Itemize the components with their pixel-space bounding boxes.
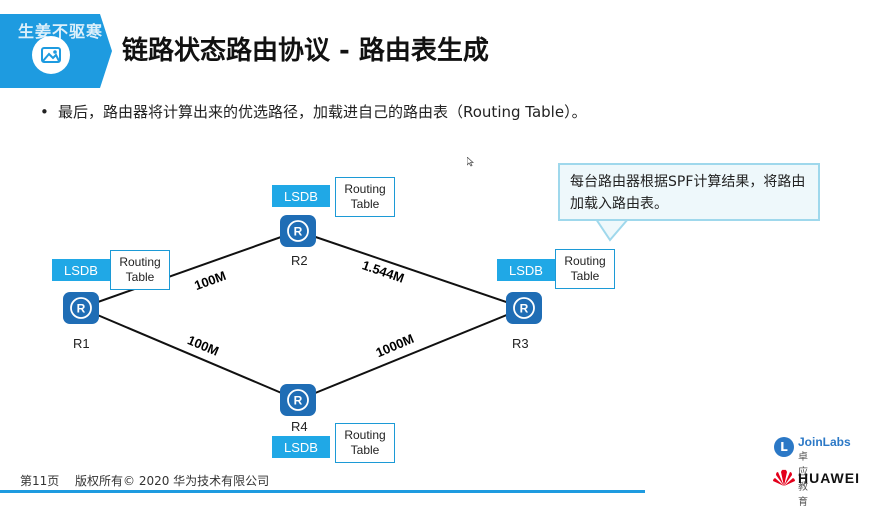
routing-table-r2: Routing Table [335, 177, 395, 217]
callout-line-2: 加载入路由表。 [570, 196, 668, 212]
callout-line-1: 每台路由器根据SPF计算结果，将路由 [570, 174, 806, 190]
bullet-symbol: • [40, 103, 49, 121]
network-diagram: 100M 1.544M 100M 1000M R R R R [63, 215, 631, 416]
link-label-r1-r2: 100M [192, 268, 228, 293]
routing-table-label: Table [125, 270, 155, 284]
mouse-cursor-icon [467, 157, 475, 167]
footer-page-number: 第11页 [20, 474, 60, 488]
bullet-item: • 最后，路由器将计算出来的优选路径，加载进自己的路由表（Routing Tabl… [40, 101, 587, 122]
routing-table-r1: Routing Table [110, 250, 170, 290]
svg-text:R: R [294, 394, 303, 408]
routing-table-label: Table [350, 443, 380, 457]
svg-text:R: R [77, 302, 86, 316]
lsdb-box-r3: LSDB [497, 259, 555, 281]
routing-table-label: Routing [344, 182, 386, 196]
router-icon: R [280, 215, 316, 247]
svg-text:R: R [520, 302, 529, 316]
routing-table-r4: Routing Table [335, 423, 395, 463]
footer-accent-bar [0, 490, 645, 493]
routing-table-label: Routing [344, 428, 386, 442]
link-lines [80, 230, 525, 401]
joinlabs-name: JoinLabs [798, 435, 851, 449]
router-label-r4: R4 [291, 419, 308, 434]
header-badge-tip [100, 14, 112, 88]
routing-table-label: Routing [564, 254, 606, 268]
routing-table-r3: Routing Table [555, 249, 615, 289]
router-label-r2: R2 [291, 253, 308, 268]
link-r4-r3 [297, 307, 525, 401]
link-r1-r4 [80, 307, 299, 401]
routing-table-label: Table [350, 197, 380, 211]
watermark-text: 生姜不驱寒 [18, 22, 104, 41]
image-icon [32, 36, 70, 74]
router-icon: R [280, 384, 316, 416]
routing-table-label: Routing [119, 255, 161, 269]
link-r2-r3 [297, 230, 525, 309]
huawei-wordmark: HUAWEI [798, 470, 860, 486]
joinlabs-icon: L [774, 437, 794, 457]
lsdb-box-r1: LSDB [52, 259, 110, 281]
router-icon: R [506, 292, 542, 324]
routing-table-label: Table [570, 269, 600, 283]
svg-text:R: R [294, 225, 303, 239]
lsdb-box-r2: LSDB [272, 185, 330, 207]
header-badge [0, 14, 112, 88]
callout-tail [594, 218, 631, 242]
router-label-r3: R3 [512, 336, 529, 351]
bullet-text: 最后，路由器将计算出来的优选路径，加载进自己的路由表（Routing Table… [58, 103, 587, 121]
link-r1-r2 [80, 230, 299, 309]
callout-box: 每台路由器根据SPF计算结果，将路由 加载入路由表。 [558, 163, 820, 221]
lsdb-box-r4: LSDB [272, 436, 330, 458]
huawei-flower-icon [773, 469, 795, 486]
page-title: 链路状态路由协议 - 路由表生成 [122, 36, 489, 66]
footer-copyright: 版权所有© 2020 华为技术有限公司 [75, 474, 270, 488]
router-icon: R [63, 292, 99, 324]
link-label-r4-r3: 1000M [374, 331, 416, 360]
huawei-logo: HUAWEI [772, 468, 859, 492]
router-label-r1: R1 [73, 336, 90, 351]
link-label-r2-r3: 1.544M [360, 257, 406, 285]
